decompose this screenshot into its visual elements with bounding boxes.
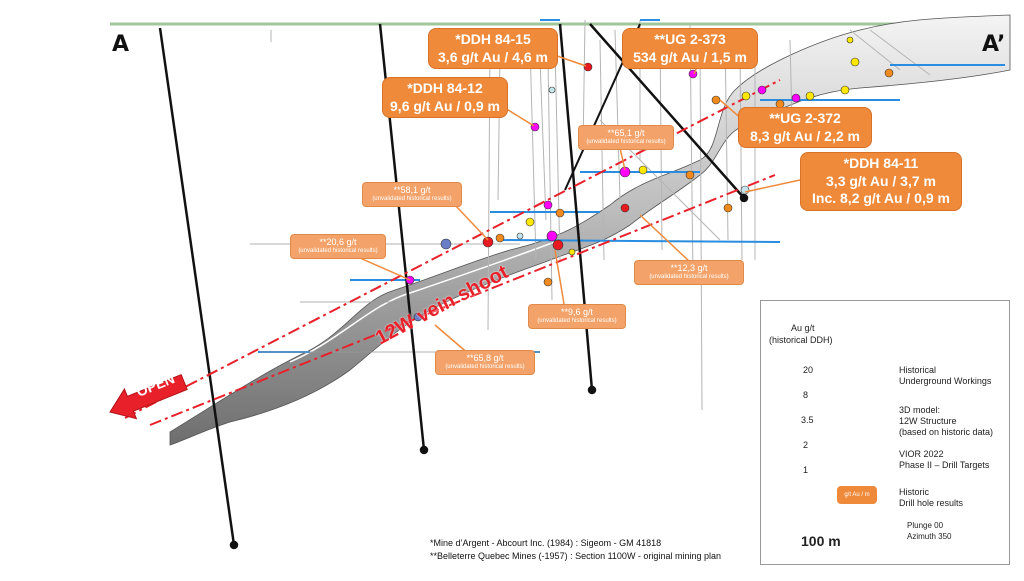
scale-tick: 1 [803, 465, 809, 475]
historical-callout: **65,1 g/t (unvalidated historical resul… [578, 125, 674, 150]
historical-callout: **9,6 g/t (unvalidated historical result… [528, 304, 626, 329]
historical-value: **12,3 g/t [670, 263, 708, 273]
historical-note: (unvalidated historical results) [298, 248, 378, 255]
logo-text: S [988, 519, 996, 531]
vein-highlight [289, 239, 561, 363]
scale-bar-label: 100 m [801, 533, 841, 549]
legend-scale-title: Au g/t [791, 323, 815, 333]
azimuth-label: Azimuth 350 [907, 532, 952, 541]
historical-value: **9,6 g/t [560, 307, 594, 317]
vein-structure-12w [169, 14, 1011, 446]
historical-callout: **58,1 g/t (unvalidated historical resul… [362, 182, 462, 207]
scale-tick: 2 [803, 440, 809, 450]
historical-value: **20,6 g/t [319, 237, 357, 247]
callout-value-inc: Inc. 8,2 g/t Au / 0,9 m [812, 190, 950, 206]
historical-note: (unvalidated historical results) [372, 196, 452, 203]
callout-swatch-icon: g/t Au / m [837, 486, 877, 504]
callout-value: 534 g/t Au / 1,5 m [633, 48, 747, 65]
callout-title: **UG 2-372 [769, 110, 841, 126]
historical-note: (unvalidated historical results) [445, 364, 525, 371]
legend-item-target: VIOR 2022 Phase II – Drill Targets [899, 449, 990, 470]
callout-leaders [359, 49, 801, 356]
section-label-a: A [112, 32, 130, 57]
callout-value: 3,6 g/t Au / 4,6 m [438, 48, 548, 65]
callout-ddh-84-11: *DDH 84-11 3,3 g/t Au / 3,7 m Inc. 8,2 g… [800, 152, 962, 211]
historical-note: (unvalidated historical results) [586, 139, 666, 146]
callout-value: 9,6 g/t Au / 0,9 m [390, 97, 500, 114]
historical-callout: **20,6 g/t (unvalidated historical resul… [290, 234, 386, 259]
historical-value: **65,1 g/t [607, 128, 645, 138]
drill-intersections [405, 36, 894, 322]
callout-value: 8,3 g/t Au / 2,2 m [750, 127, 860, 144]
callout-title: *DDH 84-11 [843, 155, 919, 171]
section-label-a-prime: A’ [982, 32, 1006, 57]
legend-panel: Au g/t (historical DDH) 20 8 3.5 2 1 His… [760, 300, 1010, 565]
callout-ddh-84-12: *DDH 84-12 9,6 g/t Au / 0,9 m [382, 77, 508, 118]
legend-item-structure: 3D model: 12W Structure (based on histor… [899, 405, 994, 437]
legend-scale-subtitle: (historical DDH) [769, 335, 833, 345]
historical-callout: **12,3 g/t (unvalidated historical resul… [634, 260, 744, 285]
historical-callout: **65,8 g/t (unvalidated historical resul… [435, 350, 535, 375]
scale-tick: 20 [803, 365, 814, 375]
footnote-2: **Belleterre Quebec Mines (-1957) : Sect… [430, 551, 721, 561]
callout-ddh-84-15: *DDH 84-15 3,6 g/t Au / 4,6 m [428, 28, 558, 69]
callout-value: 3,3 g/t Au / 3,7 m [826, 172, 936, 189]
historical-value: **58,1 g/t [393, 185, 431, 195]
callout-ug-2-373: **UG 2-373 534 g/t Au / 1,5 m [622, 28, 758, 69]
historical-note: (unvalidated historical results) [649, 274, 729, 281]
historical-note: (unvalidated historical results) [537, 318, 617, 325]
scale-tick: 3.5 [801, 415, 814, 425]
historical-value: **65,8 g/t [466, 353, 504, 363]
legend-item-historic: Historic Drill hole results [899, 487, 964, 508]
footnote-1: *Mine d’Argent - Abcourt Inc. (1984) : S… [430, 538, 662, 548]
callout-title: *DDH 84-12 [407, 80, 483, 96]
scale-tick: 8 [803, 390, 809, 400]
plunge-label: Plunge 00 [907, 521, 944, 530]
open-arrow-icon [109, 373, 188, 420]
callout-ug-2-372: **UG 2-372 8,3 g/t Au / 2,2 m [738, 107, 872, 148]
callout-title: **UG 2-373 [654, 31, 726, 47]
callout-title: *DDH 84-15 [455, 31, 531, 47]
legend-item-workings: Historical Underground Workings [899, 365, 992, 386]
